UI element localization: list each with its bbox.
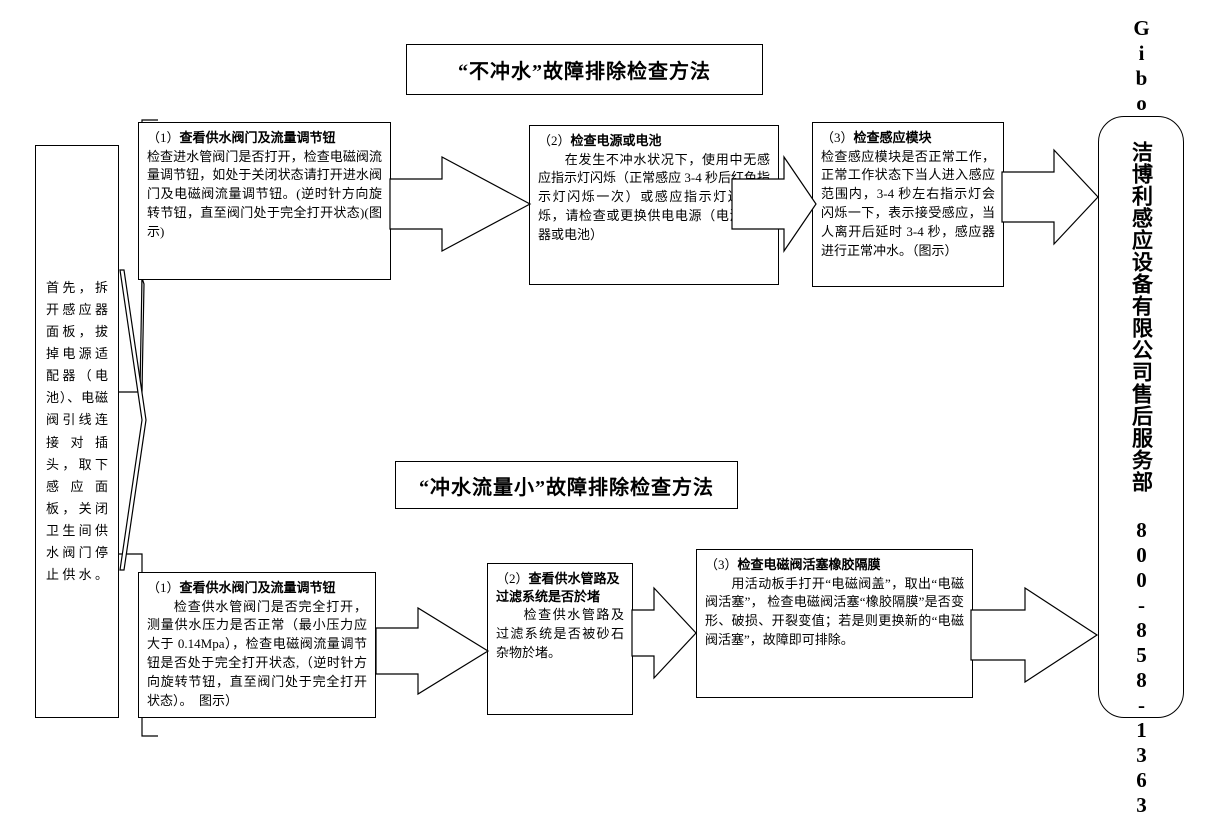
arrow-top-2-to-3 [731, 155, 817, 253]
intro-box: 首先，拆开感应器面板，拔掉电源适配器（电池）、电磁阀引线连接对插头，取下感应面板… [35, 145, 119, 718]
node-bottom-step-3[interactable]: （3）检查电磁阀活塞橡胶隔膜 用活动板手打开“电磁阀盖”，取出“电磁阀活塞”， … [696, 549, 973, 698]
node-bottom-step-2-body: 检查供水管路及过滤系统是否被砂石杂物於堵。 [496, 606, 624, 663]
banner-no-flush-text: “不冲水”故障排除检查方法 [458, 61, 711, 83]
node-top-step-3-title: （3）检查感应模块 [821, 129, 995, 147]
node-bottom-step-1-body-text: 检查供水管阀门是否完全打开，测量供水压力是否正常（最小压力应大于 0.14Mpa… [147, 598, 367, 708]
node-top-step-3-title-text: 检查感应模块 [853, 130, 932, 145]
node-bottom-step-1[interactable]: （1）查看供水阀门及流量调节钮 检查供水管阀门是否完全打开，测量供水压力是否正常… [138, 572, 376, 718]
node-top-step-1-title-text: 查看供水阀门及流量调节钮 [179, 130, 336, 145]
node-top-step-3-number: （3） [821, 130, 854, 145]
node-top-step-1-number: （1） [147, 130, 180, 145]
node-bottom-step-1-body: 检查供水管阀门是否完全打开，测量供水压力是否正常（最小压力应大于 0.14Mpa… [147, 598, 367, 711]
node-top-step-2[interactable]: （2）检查电源或电池 在发生不冲水状况下，使用中无感应指示灯闪烁（正常感应 3-… [529, 125, 779, 285]
arrow-top-1-to-2 [389, 155, 532, 253]
node-bottom-step-2-title: （2）查看供水管路及过滤系统是否於堵 [496, 570, 624, 605]
node-top-step-2-body: 在发生不冲水状况下，使用中无感应指示灯闪烁（正常感应 3-4 秒后红色指示灯闪烁… [538, 151, 770, 245]
node-top-step-2-number: （2） [538, 133, 571, 148]
node-bottom-step-1-number: （1） [147, 580, 180, 595]
node-top-step-2-title: （2）检查电源或电池 [538, 132, 770, 150]
banner-low-flow-text: “冲水流量小”故障排除检查方法 [419, 476, 714, 499]
node-top-step-3[interactable]: （3）检查感应模块 检查感应模块是否正常工作，正常工作状态下当人进入感应范围内，… [812, 122, 1004, 287]
intro-text: 首先，拆开感应器面板，拔掉电源适配器（电池）、电磁阀引线连接对插头，取下感应面板… [46, 279, 108, 583]
company-name-text: Gibo 洁博利感应设备有限公司售后服务部 800-858-1363 [1129, 16, 1154, 818]
connector-branch-spine [119, 269, 147, 571]
node-bottom-step-3-body: 用活动板手打开“电磁阀盖”，取出“电磁阀活塞”， 检查电磁阀活塞“橡胶隔膜”是否… [705, 575, 964, 650]
node-bottom-step-3-number: （3） [705, 557, 738, 572]
node-bottom-step-2-body-text: 检查供水管路及过滤系统是否被砂石杂物於堵。 [496, 607, 624, 660]
banner-low-flow: “冲水流量小”故障排除检查方法 [395, 461, 738, 509]
arrow-bottom-3-to-company [970, 586, 1099, 684]
node-top-step-1[interactable]: （1）查看供水阀门及流量调节钮 检查进水管阀门是否打开，检查电磁阀流量调节钮，如… [138, 122, 391, 280]
node-top-step-2-title-text: 检查电源或电池 [570, 133, 662, 148]
banner-no-flush: “不冲水”故障排除检查方法 [406, 44, 763, 95]
arrow-bottom-1-to-2 [375, 606, 490, 696]
node-bottom-step-3-body-text: 用活动板手打开“电磁阀盖”，取出“电磁阀活塞”， 检查电磁阀活塞“橡胶隔膜”是否… [705, 575, 964, 648]
company-box: Gibo 洁博利感应设备有限公司售后服务部 800-858-1363 [1098, 16, 1184, 818]
node-top-step-1-title: （1）查看供水阀门及流量调节钮 [147, 129, 382, 147]
node-bottom-step-3-title: （3）检查电磁阀活塞橡胶隔膜 [705, 556, 964, 574]
arrow-bottom-2-to-3 [631, 586, 697, 680]
node-top-step-1-body: 检查进水管阀门是否打开，检查电磁阀流量调节钮，如处于关闭状态请打开进水阀门及电磁… [147, 148, 382, 239]
node-bottom-step-2-number: （2） [496, 571, 529, 586]
node-bottom-step-2-title-text: 查看供水管路及过滤系统是否於堵 [496, 571, 620, 604]
node-bottom-step-1-title-text: 查看供水阀门及流量调节钮 [179, 580, 336, 595]
node-bottom-step-3-title-text: 检查电磁阀活塞橡胶隔膜 [737, 557, 881, 572]
node-bottom-step-2[interactable]: （2）查看供水管路及过滤系统是否於堵 检查供水管路及过滤系统是否被砂石杂物於堵。 [487, 563, 633, 715]
arrow-top-3-to-company [1001, 148, 1099, 246]
node-top-step-2-body-text: 在发生不冲水状况下，使用中无感应指示灯闪烁（正常感应 3-4 秒后红色指示灯闪烁… [538, 151, 770, 242]
node-bottom-step-1-title: （1）查看供水阀门及流量调节钮 [147, 579, 367, 597]
flowchart-canvas: “不冲水”故障排除检查方法 首先，拆开感应器面板，拔掉电源适配器（电池）、电磁阀… [35, 16, 1184, 818]
node-top-step-3-body: 检查感应模块是否正常工作，正常工作状态下当人进入感应范围内，3-4 秒左右指示灯… [821, 148, 995, 258]
